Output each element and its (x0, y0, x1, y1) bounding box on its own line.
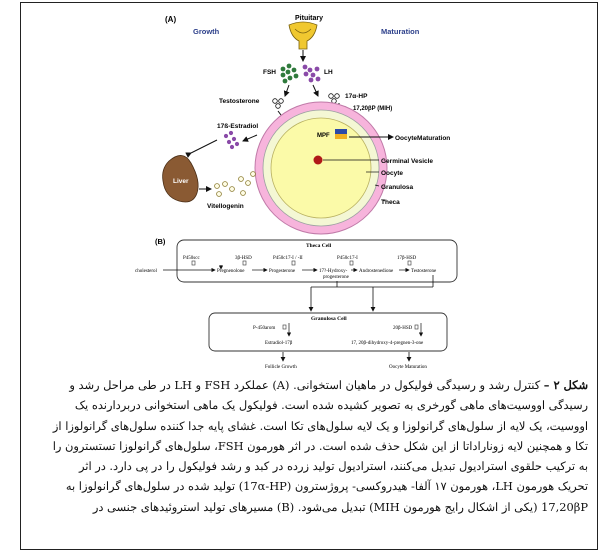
enzyme-p450c17-i-ii: P450c17-I / -II (273, 256, 303, 261)
caption-line-2: رسیدگی اووسیت‌های ماهی گورخری به تصویر ک… (74, 398, 588, 413)
hp17a-label: 17α-HP (345, 93, 368, 100)
dihydroxy-label: 17, 20β-dihydroxy-4-pregnen-3-one (351, 341, 424, 346)
granulosa-cell-box (208, 312, 448, 352)
vitellogenin-dots (214, 171, 256, 197)
hsd20b-label: 20β-HSD (393, 326, 413, 331)
hydroxyprogesterone-label-1: 17?-Hydroxy- (319, 269, 348, 274)
theca-label: Theca (381, 199, 400, 206)
panel-a-label: (A) (165, 15, 176, 24)
liver-label: Liver (173, 178, 189, 185)
caption-line-4: تکا و همچنین لایه زوناراداتا از این شکل … (52, 438, 588, 453)
liver (162, 155, 199, 203)
enzyme-17b-hsd: 17β-HSD (397, 256, 417, 261)
fsh-label: FSH (263, 69, 276, 76)
enzyme-markers (191, 260, 412, 266)
follicle (254, 101, 388, 235)
panel-a: (A) Growth Maturation Pituitary FSH LH T… (162, 15, 450, 235)
estradiol-b-label: Estradiol-17β (265, 341, 293, 346)
vitellogenin-label: Vitellogenin (207, 203, 244, 210)
germinal-vesicle (313, 155, 323, 165)
androstenedione-label: Androstenedione (359, 269, 394, 274)
panel-b-label: (B) (155, 237, 166, 246)
pituitary-label: Pituitary (295, 15, 323, 22)
theca-cell-box (176, 239, 458, 283)
testosterone-label: Testosterone (219, 98, 260, 105)
germinal-vesicle-label: Germinal Vesicle (381, 158, 433, 165)
testosterone-dots (272, 98, 284, 109)
cholesterol-label: cholesterol (135, 269, 158, 274)
estradiol-molecules (223, 130, 240, 150)
granulosa-label: Granulosa (381, 184, 414, 191)
panel-b: (B) Theca Cell P450scc 3β-HSD P450c17-I … (135, 237, 458, 370)
caption-line-7: 17,20βP (یکی از اشکال رایج هورمون MIH) ت… (92, 499, 588, 514)
mih-label: 17,20βP (MIH) (353, 106, 392, 112)
theca-cell-label: Theca Cell (306, 243, 332, 249)
figure-frame: (A) Growth Maturation Pituitary FSH LH T… (20, 2, 598, 550)
testosterone-b-label: Testosterone (411, 269, 437, 274)
hp17a-dots (328, 93, 340, 104)
figure-svg: (A) Growth Maturation Pituitary FSH LH T… (135, 15, 458, 370)
enzyme-p450c17-i: P450c17-I (337, 256, 358, 261)
progesterone-label: Progesterone (269, 269, 296, 274)
pregnenolone-label: Pregnenolone (217, 269, 245, 274)
maturation-label: Maturation (381, 27, 420, 36)
mpf-label: MPF (317, 133, 330, 139)
growth-label: Growth (193, 27, 220, 36)
caption-line-6: تحریک هورمون LH، هورمون ۱۷ آلفا- هیدروکس… (65, 479, 588, 494)
enzyme-3b-hsd: 3β-HSD (235, 256, 252, 261)
caption-line-5: به ترکیب حلقوی استرادیول تبدیل می‌کنند، … (78, 459, 588, 474)
caption-lead: شکل ۲ – (543, 378, 588, 392)
hydroxyprogesterone-label-2: progesterone (323, 275, 350, 280)
follicle-growth-label: Follicle Growth (265, 365, 297, 370)
mpf-block-blue (335, 129, 347, 134)
oocyte-label: Oocyte (381, 170, 403, 177)
pituitary-gland (288, 21, 318, 50)
oocyte-maturation-b-label: Oocyte Maturation (389, 365, 427, 370)
fsh-molecules (280, 63, 299, 84)
lh-label: LH (324, 69, 333, 76)
enzyme-p450scc: P450scc (183, 256, 200, 261)
caption-line-3: اووسیت، یک لایه از سلول‌های گرانولوزا و … (52, 418, 588, 433)
mpf-block-yellow (335, 134, 347, 139)
figure-caption: شکل ۲ – کنترل رشد و رسیدگی فولیکول در ما… (33, 375, 588, 517)
lh-molecules (302, 64, 321, 83)
estradiol-label: 17ß-Estradiol (217, 123, 258, 130)
p450arom-label: P-450arom (253, 326, 275, 331)
caption-line-1: شکل ۲ – کنترل رشد و رسیدگی فولیکول در ما… (33, 375, 588, 395)
oocyte-maturation-label: OocyteMaturation (395, 135, 450, 142)
caption-line-1-text: کنترل رشد و رسیدگی فولیکول در ماهیان است… (69, 378, 541, 392)
granulosa-cell-label: Granulosa Cell (311, 316, 347, 322)
oocyte (270, 117, 372, 219)
